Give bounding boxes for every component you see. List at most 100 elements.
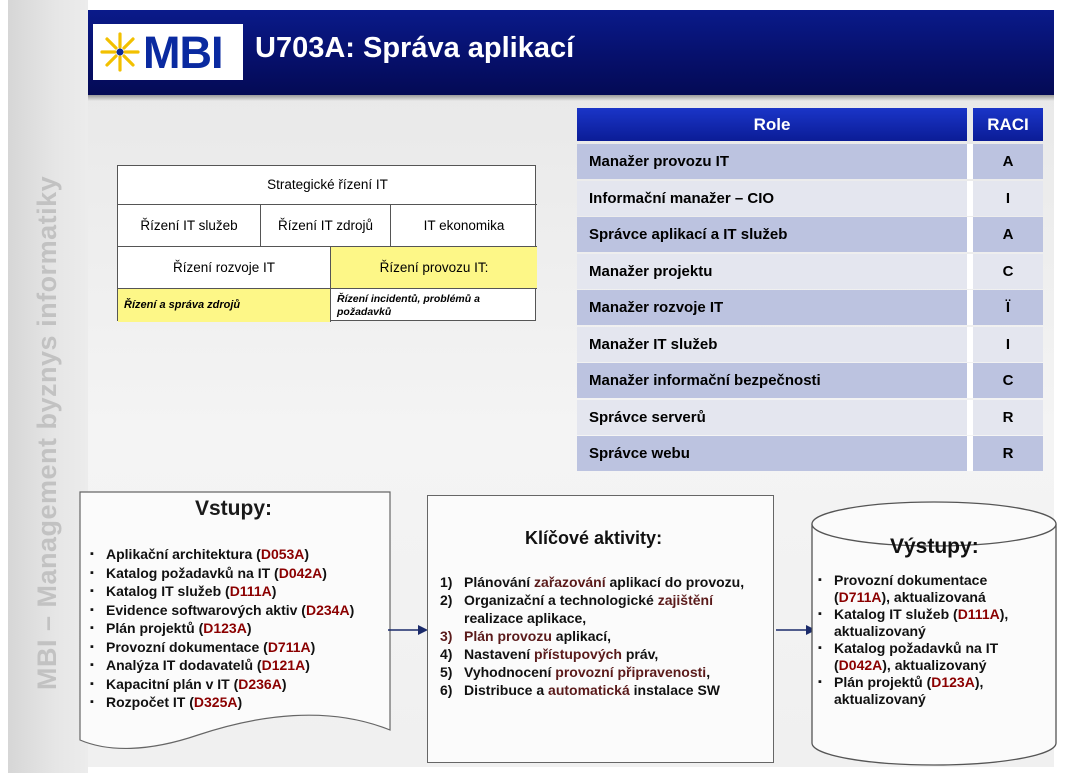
raci-value: A [1002, 226, 1014, 243]
item-end: ) [281, 675, 287, 692]
raci-separator [967, 253, 973, 289]
raci-value: R [1002, 445, 1014, 462]
document-code: D042A [838, 657, 883, 673]
document-code: D121A [261, 657, 306, 673]
raci-header-role: Role [577, 108, 967, 141]
list-item: Plán projektů (D123A), aktualizovaný [818, 674, 1043, 708]
document-code: D111A [229, 583, 272, 599]
activity-highlight: zařazování [534, 574, 606, 590]
activity-highlight: přístupových [534, 646, 622, 662]
raci-value: I [1005, 335, 1011, 353]
raci-separator [967, 144, 973, 179]
item-end: ) [246, 620, 252, 636]
raci-role: Manažer projektu [589, 262, 713, 280]
list-item: Provozní dokumentace (D711A) [90, 638, 380, 657]
activity-number: 1) [440, 574, 453, 590]
sun-icon [100, 32, 140, 72]
side-band [8, 0, 88, 773]
raci-role: Informační manažer – CIO [589, 189, 775, 207]
activity-text-start: Nastavení [464, 646, 535, 662]
item-text: Katalog požadavků na IT ( [106, 564, 279, 581]
header-bar [88, 10, 1054, 95]
raci-value: R [1002, 408, 1014, 426]
raci-separator [967, 180, 973, 216]
raci-role: Manažer informační bezpečnosti [589, 372, 821, 389]
activity-item: 3)Plán provozu aplikací, [440, 627, 769, 645]
list-item: Katalog IT služeb (D111A), aktualizovaný [818, 606, 1043, 640]
raci-row: Správce serverů R [577, 399, 1043, 435]
item-text: Plán projektů ( [106, 620, 204, 636]
raci-role: Správce serverů [589, 408, 706, 426]
activity-number: 3) [440, 628, 453, 644]
item-text: Provozní dokumentace ( [834, 572, 988, 605]
raci-value: Ï [1005, 299, 1011, 316]
raci-value: I [1005, 189, 1011, 207]
item-end: ), aktualizovaná [881, 589, 986, 605]
list-item: Evidence softwarových aktiv (D234A) [90, 601, 380, 620]
activity-number: 5) [440, 664, 453, 680]
raci-role: Manažer provozu IT [589, 153, 730, 170]
item-text: Rozpočet IT ( [106, 694, 194, 710]
raci-separator [967, 436, 973, 471]
document-code: D111A [957, 606, 1000, 622]
item-text: Plán projektů ( [834, 674, 932, 690]
activity-text-end: , [706, 664, 711, 680]
item-end: ) [322, 564, 327, 581]
activity-text-start: Vyhodnocení [464, 664, 556, 680]
item-text: Evidence softwarových aktiv ( [106, 601, 306, 618]
activity-item: 1)Plánování zařazování aplikací do provo… [440, 573, 769, 591]
raci-separator [967, 217, 973, 252]
activity-number: 2) [440, 592, 453, 608]
header-shadow [88, 95, 1054, 101]
org-strategic: Strategické řízení IT [118, 166, 537, 205]
logo-text: MBI [143, 26, 223, 78]
inputs-list: Aplikační architektura (D053A)Katalog po… [90, 545, 380, 712]
logo: MBI [93, 24, 243, 80]
activity-item: 5) Vyhodnocení provozní připravenosti, [440, 663, 769, 681]
activity-text: Vyhodnocení provozní připravenosti, [464, 663, 769, 681]
raci-row: Manažer informační bezpečnosti C [577, 363, 1043, 398]
activity-text: Distribuce a automatická instalace SW [464, 681, 769, 699]
arrow-right-icon [776, 625, 816, 635]
item-text: Katalog IT služeb ( [834, 606, 958, 622]
raci-value: C [1002, 372, 1014, 389]
list-item: Katalog požadavků na IT (D042A) [90, 564, 380, 583]
activity-highlight: zajištění [657, 592, 713, 608]
side-caption: MBI – Management byznys informatiky [32, 175, 62, 690]
item-end: ), aktualizovaný [834, 606, 1009, 639]
item-end: ) [349, 601, 355, 618]
list-item: Plán projektů (D123A) [90, 619, 380, 638]
item-end: ) [237, 694, 243, 710]
item-end: ) [304, 546, 310, 562]
activity-text-end: instalace SW [629, 682, 720, 698]
item-end: ), aktualizovaný [882, 657, 987, 673]
list-item: Provozní dokumentace (D711A), aktualizov… [818, 572, 1043, 606]
list-item: Kapacitní plán v IT (D236A) [90, 675, 380, 694]
item-end: ) [305, 657, 310, 673]
org-sluzby: Řízení IT služeb [118, 205, 261, 247]
raci-role: Správce webu [589, 445, 690, 462]
raci-row: Manažer IT služeb I [577, 326, 1043, 362]
activity-number: 4) [440, 646, 453, 662]
activity-item: 6)Distribuce a automatická instalace SW [440, 681, 769, 699]
outputs-title: Výstupy: [890, 535, 979, 558]
document-code: D234A [305, 601, 350, 618]
activity-text-end: aplikací do provozu, [605, 574, 745, 590]
activity-item: 2)Organizační a technologické zajištění … [440, 591, 769, 627]
raci-row: Správce webu R [577, 436, 1043, 471]
activity-text: Nastavení přístupových práv, [464, 645, 769, 663]
item-text: Analýza IT dodavatelů ( [106, 657, 262, 673]
raci-role: Manažer IT služeb [589, 335, 718, 353]
activity-text-end: aplikací, [551, 628, 612, 644]
raci-separator [967, 399, 973, 435]
document-code: D711A [838, 589, 882, 605]
key-activities-list: 1)Plánování zařazování aplikací do provo… [440, 573, 769, 699]
key-activities-box [427, 495, 774, 763]
org-rozvoj: Řízení rozvoje IT [118, 247, 331, 289]
activity-text-end: realizace aplikace, [464, 610, 587, 626]
page-title: U703A: Správa aplikací [255, 32, 575, 64]
